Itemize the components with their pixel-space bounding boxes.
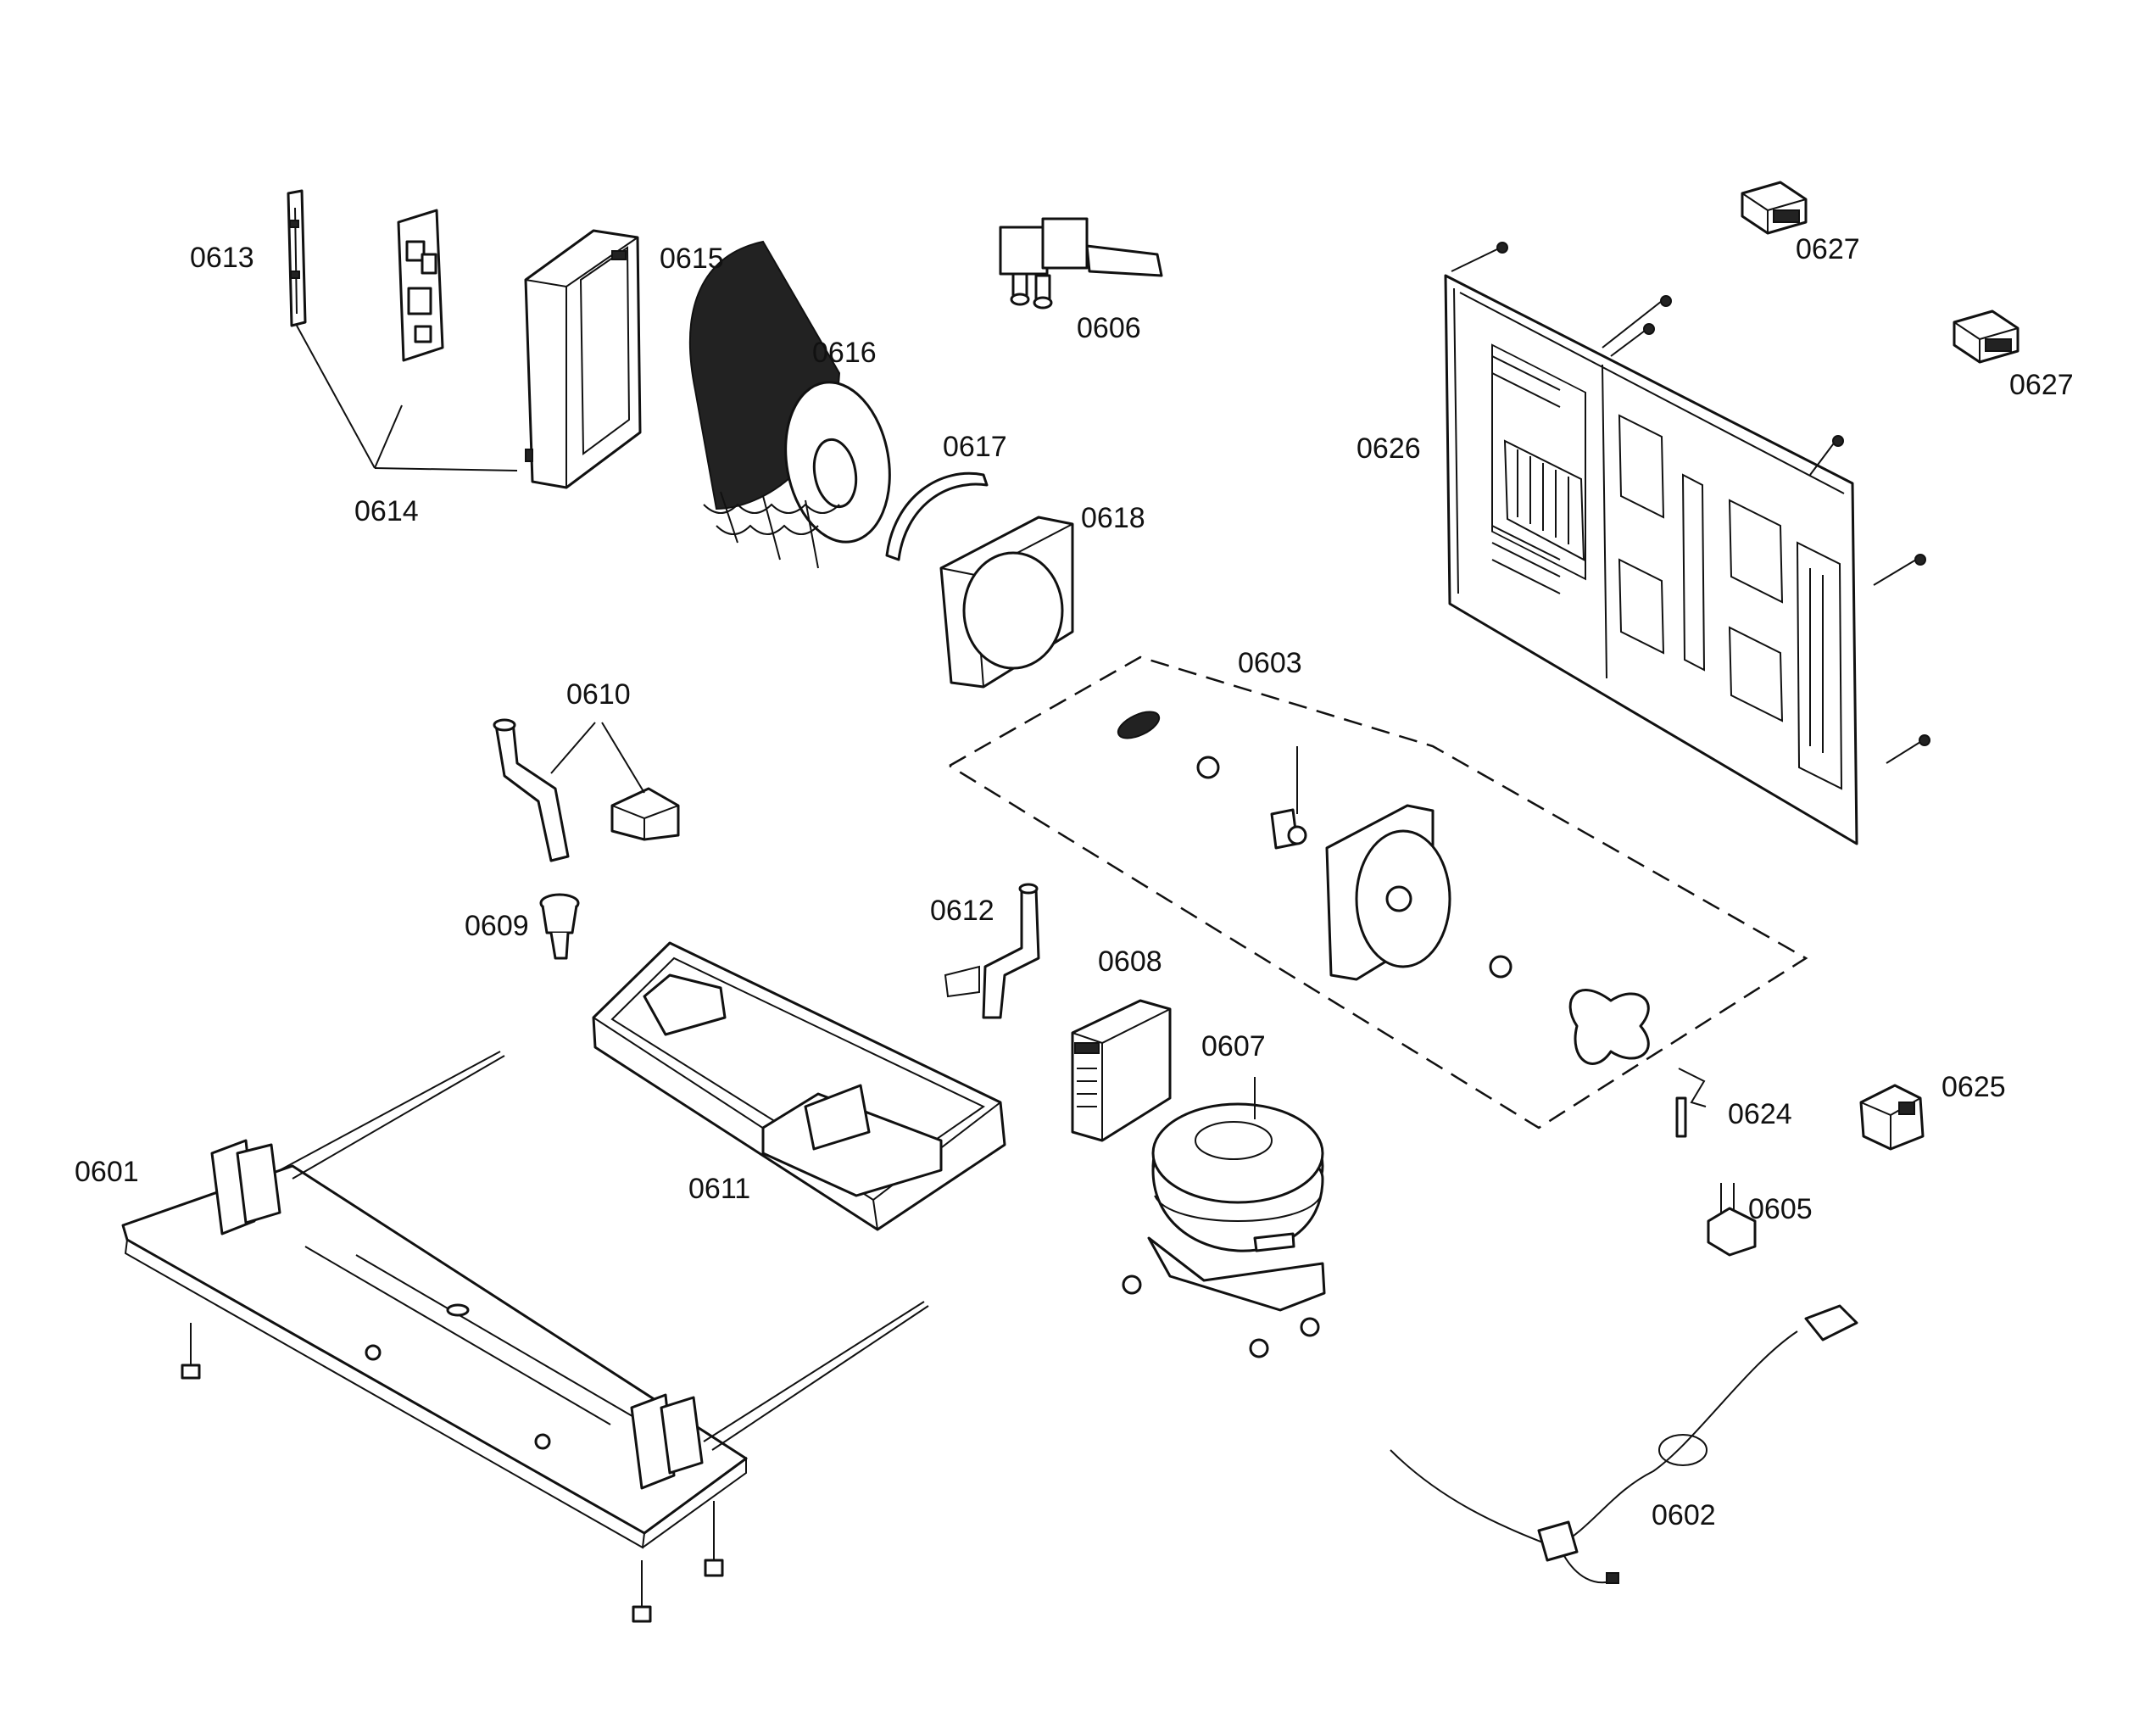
label-0603: 0603 xyxy=(1238,647,1302,679)
label-0607: 0607 xyxy=(1201,1030,1266,1062)
label-0605: 0605 xyxy=(1748,1193,1813,1225)
part-0613-bracket xyxy=(287,189,307,327)
label-0612: 0612 xyxy=(930,895,994,927)
label-0626: 0626 xyxy=(1357,432,1421,465)
part-0617-strap xyxy=(885,471,989,561)
label-0625: 0625 xyxy=(1942,1071,2006,1103)
label-0624: 0624 xyxy=(1728,1098,1792,1130)
label-0615: 0615 xyxy=(660,243,724,275)
part-0601-base-frame xyxy=(121,1051,929,1549)
label-0601: 0601 xyxy=(75,1156,139,1188)
part-0607-compressor xyxy=(1122,1077,1326,1358)
part-0610-clip xyxy=(610,787,680,841)
label-0618: 0618 xyxy=(1081,502,1145,534)
part-0608-control-unit xyxy=(1071,999,1172,1142)
label-0627-right: 0627 xyxy=(2009,369,2074,401)
label-0610: 0610 xyxy=(566,678,631,711)
part-0612-drain-tube xyxy=(944,883,1040,1019)
part-0627-connector-top xyxy=(1741,181,1808,235)
part-0605-relay xyxy=(1707,1183,1757,1257)
part-0627-connector-right xyxy=(1953,310,2020,364)
label-0613: 0613 xyxy=(190,242,254,274)
part-labels: 0613 0614 0615 0616 0617 0618 0606 0627 … xyxy=(75,233,2074,1531)
label-0609: 0609 xyxy=(465,910,529,942)
part-0616-evaporator-coil xyxy=(688,240,891,569)
label-0606: 0606 xyxy=(1077,312,1141,344)
part-0626-rear-panel xyxy=(1444,274,1858,845)
label-0627-top: 0627 xyxy=(1796,233,1860,265)
part-0624-sensor xyxy=(1675,1068,1707,1138)
part-0614-control-board xyxy=(397,209,444,362)
part-0618-fan-shroud xyxy=(939,516,1074,689)
label-0614: 0614 xyxy=(354,495,419,527)
leader-0610 xyxy=(550,722,645,794)
label-0617: 0617 xyxy=(943,431,1007,463)
label-0616: 0616 xyxy=(812,337,877,369)
label-0602: 0602 xyxy=(1652,1499,1716,1531)
part-0610-duct xyxy=(493,718,570,862)
part-0603-fan-assembly xyxy=(949,655,1808,1129)
base-screws xyxy=(181,1323,724,1623)
part-0606-water-valve xyxy=(999,217,1163,310)
part-0615-electronics-box xyxy=(524,229,642,489)
leader-0614 xyxy=(296,325,518,471)
part-0609-grommet xyxy=(539,893,580,960)
part-0625-overload xyxy=(1859,1084,1925,1151)
part-0611-tray xyxy=(592,941,1006,1231)
label-0611: 0611 xyxy=(688,1173,750,1205)
label-0608: 0608 xyxy=(1098,945,1162,978)
part-0602-power-cord xyxy=(1390,1304,1858,1584)
panel-screws xyxy=(1451,242,1930,764)
